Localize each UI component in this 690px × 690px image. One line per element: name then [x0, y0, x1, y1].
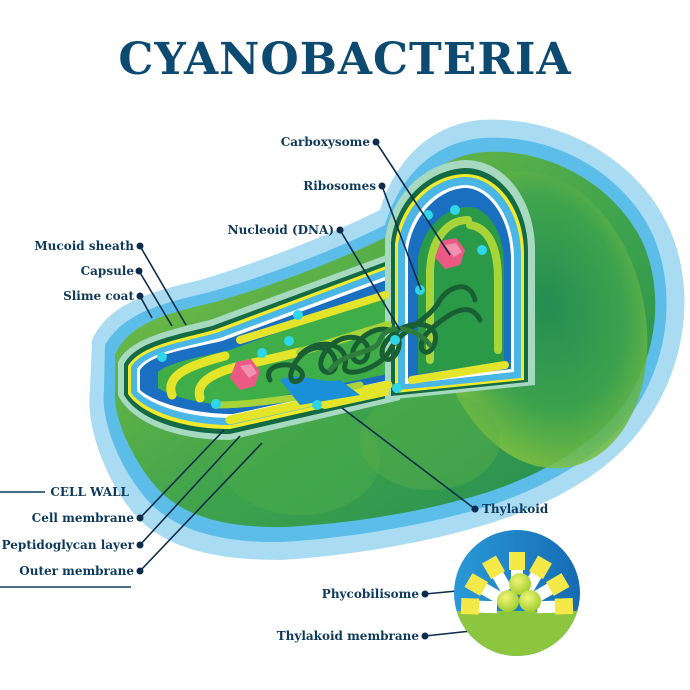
label-peptidoglycan-layer: Peptidoglycan layer	[1, 538, 134, 552]
phycobilisome-inset	[454, 530, 580, 656]
cross-section	[118, 160, 535, 440]
label-slime-coat: Slime coat	[63, 289, 134, 303]
label-phycobilisome: Phycobilisome	[321, 587, 419, 601]
label-nucleoid-dna: Nucleoid (DNA)	[227, 223, 334, 237]
label-outer-membrane: Outer membrane	[19, 564, 134, 578]
label-thylakoid: Thylakoid	[482, 502, 549, 516]
leader-dots	[135, 138, 479, 640]
carboxysome-shapes	[230, 238, 465, 390]
ribosome-shapes	[157, 205, 487, 410]
nucleoid-dna-shape	[266, 284, 483, 384]
label-cell-membrane: Cell membrane	[31, 511, 134, 525]
diagram-title: CYANOBACTERIA	[118, 34, 572, 85]
label-cell-wall-heading: CELL WALL	[50, 485, 129, 499]
label-carboxysome: Carboxysome	[280, 135, 370, 149]
label-mucoid-sheath: Mucoid sheath	[34, 239, 134, 253]
label-capsule: Capsule	[80, 264, 134, 278]
label-thylakoid-membrane: Thylakoid membrane	[276, 629, 419, 643]
label-ribosomes: Ribosomes	[303, 179, 376, 193]
